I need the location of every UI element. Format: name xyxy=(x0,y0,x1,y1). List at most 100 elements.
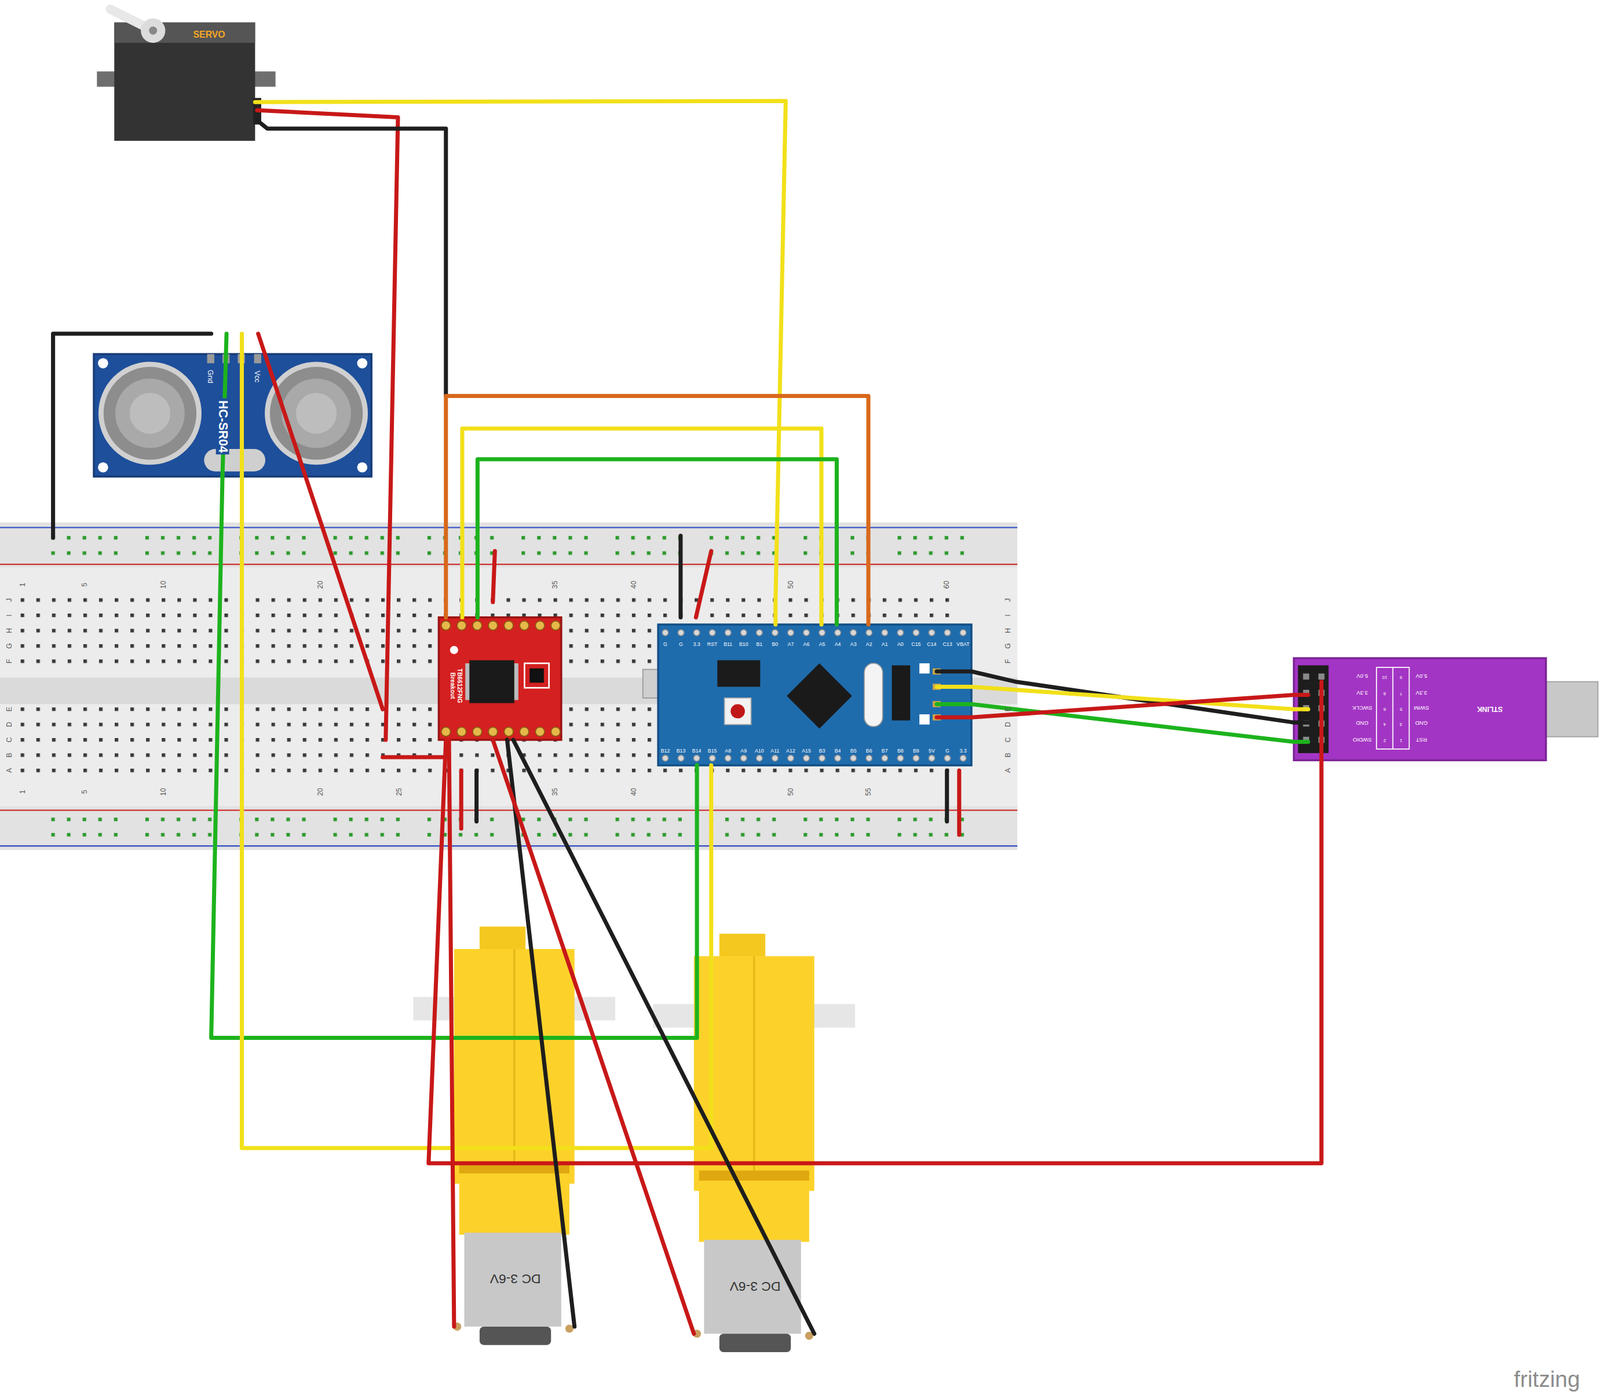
pad xyxy=(457,727,467,737)
logo xyxy=(450,645,459,655)
pin-label: Vcc xyxy=(253,370,262,383)
rail-line xyxy=(0,563,1018,565)
regulator xyxy=(892,665,911,721)
breadboard-index: 40 xyxy=(629,580,638,589)
pin-label: C14 xyxy=(926,641,937,648)
breadboard-index: E xyxy=(5,706,14,712)
wire xyxy=(506,739,575,1327)
wire xyxy=(1294,707,1309,712)
part-label: SERVO xyxy=(192,30,225,41)
pin-label: G xyxy=(678,641,683,648)
mcu-drawing xyxy=(643,624,974,766)
programmer-dongle: STLINK5.0V3.3VSWCLKGNDSWDIO5.0V3.3VSWIMG… xyxy=(1294,658,1547,761)
pad xyxy=(441,727,451,737)
wire xyxy=(678,535,683,618)
mount-hole xyxy=(357,358,368,369)
pin-label: B10 xyxy=(739,641,749,648)
breadboard-index: 5 xyxy=(81,789,90,794)
breadboard-index: B xyxy=(1004,752,1013,758)
breadboard-index: J xyxy=(5,598,14,602)
pin-label: SWDIO xyxy=(1352,736,1372,744)
pin-label: B7 xyxy=(881,748,889,755)
terminal xyxy=(565,1324,574,1333)
component xyxy=(529,668,544,683)
wire xyxy=(448,739,455,1327)
breadboard-index: D xyxy=(5,721,14,728)
pin-label: A3 xyxy=(850,641,857,648)
breadboard-index: 20 xyxy=(316,580,325,589)
pin-label: 3 xyxy=(1399,721,1402,727)
pin-label: A11 xyxy=(770,748,780,755)
wire xyxy=(239,333,244,477)
pin-label: 9 xyxy=(1399,674,1402,680)
part-label: DC 3-6V xyxy=(487,1271,543,1287)
end-cap xyxy=(479,1326,551,1346)
pin-label: RST xyxy=(707,641,718,648)
pad xyxy=(503,727,514,737)
wire xyxy=(1294,692,1309,697)
servo-screw xyxy=(148,26,157,35)
motor-driver-board: TB6612FNG Breakout xyxy=(438,617,561,740)
pin-label: G xyxy=(663,641,668,648)
pin-label: G xyxy=(945,748,950,755)
wire xyxy=(936,684,972,689)
wire xyxy=(513,739,815,1334)
breadboard-index: 55 xyxy=(864,787,873,796)
mount-hole xyxy=(97,358,109,369)
wire xyxy=(936,669,972,674)
pin-label: GND xyxy=(1356,720,1369,728)
wire xyxy=(257,120,447,397)
rail-line xyxy=(0,809,1018,811)
wire xyxy=(971,695,1295,718)
header-pin xyxy=(254,353,262,364)
pin-label: 3.3V xyxy=(1415,689,1428,697)
motor-drawing xyxy=(652,933,856,1353)
gearbox-lower xyxy=(459,1173,570,1236)
pin-label: A12 xyxy=(786,748,796,755)
pin-label: 5.0V xyxy=(1415,673,1428,681)
pin-label: B8 xyxy=(897,748,904,755)
servo-drawing xyxy=(96,9,276,141)
pin-label: 5.0V xyxy=(1356,673,1369,681)
microcontroller-board: GG3.3RSTB11B10B1B0A7A6A5A4A3A2A1A0C15C14… xyxy=(658,624,972,766)
servo-hub xyxy=(140,18,166,43)
pin-label: B9 xyxy=(912,748,920,755)
pin-label: A9 xyxy=(740,748,747,755)
breadboard-index: 1 xyxy=(18,582,27,587)
pin-label: B14 xyxy=(692,748,702,755)
breadboard-index: C xyxy=(5,737,14,743)
driver-chip xyxy=(469,660,515,704)
breadboard-index: H xyxy=(1004,627,1013,634)
pin-label: B5 xyxy=(850,748,857,755)
pin-box xyxy=(1376,667,1409,750)
end-cap xyxy=(719,1333,791,1353)
jumper-block xyxy=(717,660,761,688)
pin-label: SWCLK xyxy=(1352,704,1372,712)
wire xyxy=(254,100,786,625)
pad xyxy=(441,620,451,631)
watermark: fritzing xyxy=(1513,1367,1580,1393)
breadboard-index: G xyxy=(5,643,14,649)
wire xyxy=(459,770,464,829)
rail-holes xyxy=(49,533,968,557)
breadboard-index: I xyxy=(1004,614,1013,616)
pin-label: B12 xyxy=(660,748,671,755)
ultrasonic-sensor: HC-SR04GndVcc xyxy=(93,353,372,477)
rail-line xyxy=(0,845,1018,847)
wire xyxy=(257,110,398,740)
pin-box-divider xyxy=(1392,667,1394,750)
sensor-board xyxy=(93,353,372,477)
pad xyxy=(488,620,498,631)
pin-label: 10 xyxy=(1382,674,1388,680)
pin-label: B1 xyxy=(755,641,763,648)
breadboard-index: I xyxy=(5,614,14,616)
breadboard-index: D xyxy=(1004,721,1013,728)
pin-label: B4 xyxy=(834,748,842,755)
wire xyxy=(1294,739,1309,744)
transducer-inner xyxy=(115,378,185,449)
pin-label: 3.3 xyxy=(692,641,700,648)
header-pin xyxy=(207,353,215,364)
pin-label: VBAT xyxy=(956,641,970,648)
pin-label: B6 xyxy=(866,748,873,755)
